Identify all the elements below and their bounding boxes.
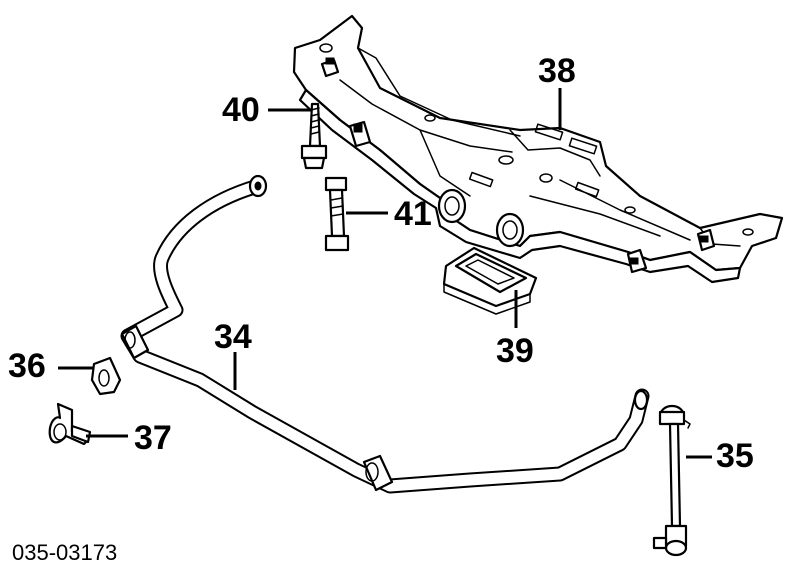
stabilizer-link-part-35[interactable] bbox=[652, 404, 691, 557]
callout-39: 39 bbox=[496, 332, 534, 370]
mount-part-39[interactable] bbox=[442, 246, 538, 315]
callout-38: 38 bbox=[538, 52, 576, 90]
bracket-part-37[interactable] bbox=[48, 402, 92, 446]
bushing-part-36[interactable] bbox=[90, 356, 122, 396]
bolt-part-40[interactable] bbox=[300, 102, 328, 170]
callout-40: 40 bbox=[222, 91, 260, 129]
stabilizer-bar-part-34[interactable] bbox=[120, 174, 650, 494]
subframe-part-38[interactable] bbox=[292, 14, 784, 284]
callout-41: 41 bbox=[394, 195, 432, 233]
callout-35: 35 bbox=[716, 437, 754, 475]
callout-37: 37 bbox=[134, 419, 172, 457]
bolt-part-41[interactable] bbox=[324, 176, 350, 252]
callout-34: 34 bbox=[214, 318, 252, 356]
callout-36: 36 bbox=[8, 347, 46, 385]
diagram-code: 035-03173 bbox=[12, 540, 117, 565]
